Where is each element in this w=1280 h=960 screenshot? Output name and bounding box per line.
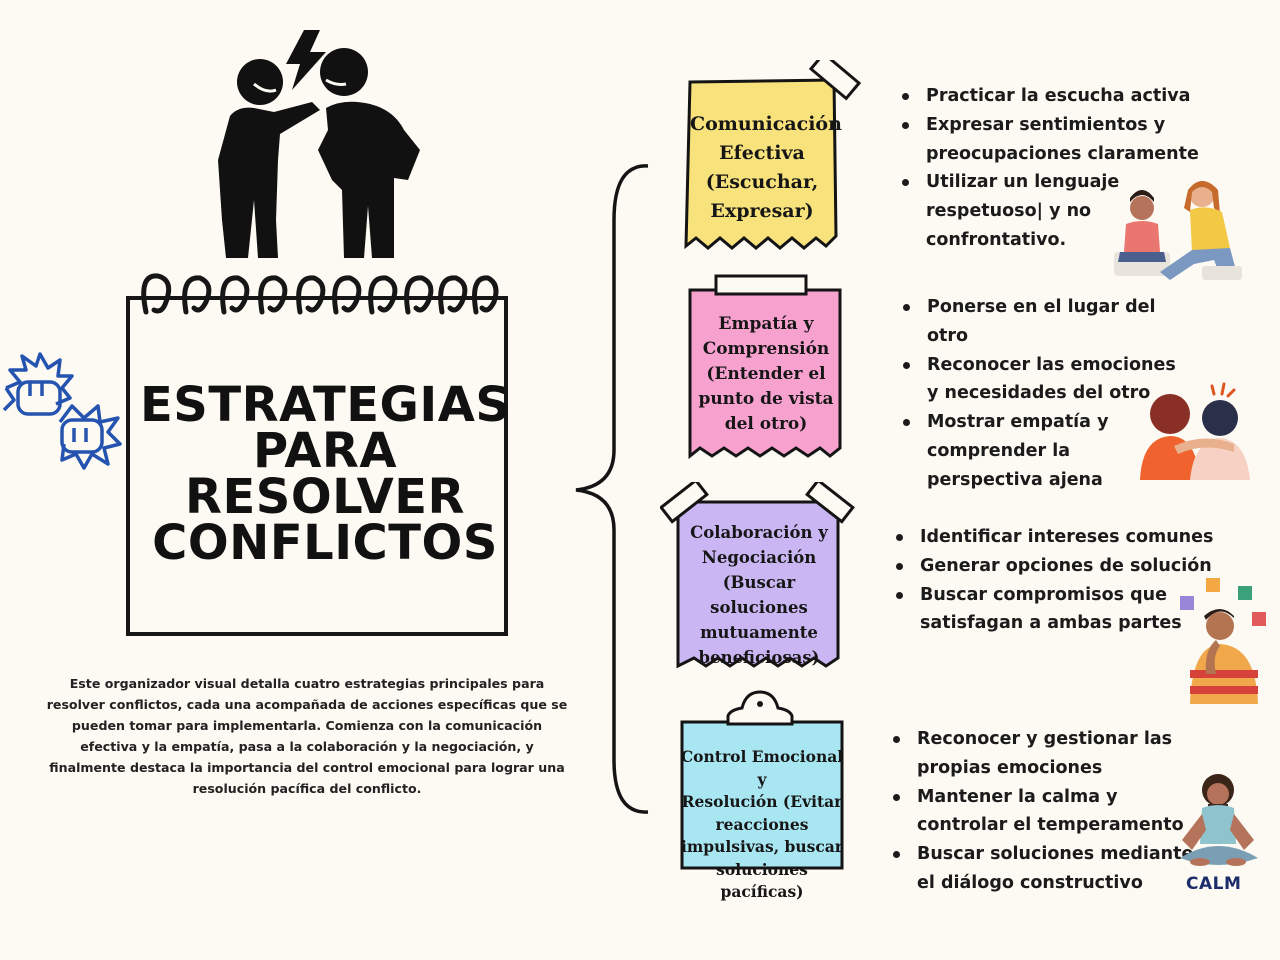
strategy-note-bg	[680, 690, 844, 870]
label-line: Comunicación	[690, 113, 842, 135]
label-line: mutuamente	[700, 623, 818, 642]
fist-bump-icon	[2, 352, 122, 470]
friends-hug-illustration	[1140, 382, 1250, 480]
calm-label: CALM	[1186, 874, 1242, 894]
title-line: ESTRATEGIAS	[140, 377, 511, 433]
bullet-line: Generar opciones de solución	[920, 555, 1212, 576]
list-item: Buscar compromisos que satisfagan a ambas…	[896, 581, 1213, 639]
strategy-actions: Reconocer y gestionar las propias emocion…	[893, 725, 1193, 898]
label-line: Negociación	[701, 548, 817, 567]
list-item: Reconocer y gestionar las propias emocion…	[893, 725, 1193, 783]
bullet-line: Buscar compromisos que	[920, 584, 1167, 605]
list-item: Buscar soluciones mediante el diálogo con…	[893, 840, 1193, 898]
label-line: Colaboración y	[690, 523, 828, 542]
list-item: Mostrar empatía y comprender la perspectiv…	[903, 408, 1176, 494]
bullet-line: propias emociones	[917, 757, 1103, 778]
description: Este organizador visual detalla cuatro e…	[46, 676, 568, 796]
list-item: Reconocer las emociones y necesidades del…	[903, 351, 1176, 409]
bullet-line: Utilizar un lenguaje	[926, 172, 1120, 193]
strategy-actions: Practicar la escucha activa Expresar sen…	[902, 82, 1199, 255]
label-line: del otro)	[724, 414, 808, 434]
list-item: Generar opciones de solución	[896, 552, 1213, 581]
bullet-line: preocupaciones claramente	[926, 143, 1199, 164]
bullet-line: Mostrar empatía y	[927, 412, 1109, 433]
list-item: Practicar la escucha activa	[902, 82, 1199, 111]
notepad-spiral	[141, 273, 499, 315]
bullet-line: Reconocer las emociones	[927, 354, 1176, 375]
bullet-line: respetuoso| y no	[926, 201, 1092, 222]
thinking-puzzle-illustration	[1180, 578, 1266, 704]
label-line: beneficiosas)	[698, 648, 820, 667]
strategy-label: Empatía y Comprensión (Entender el punto…	[690, 312, 842, 437]
list-item: Mantener la calma y controlar el temperam…	[893, 783, 1193, 841]
arguing-people-icon	[218, 30, 420, 258]
curly-brace	[575, 164, 649, 814]
mother-child-illustration	[1114, 181, 1242, 280]
list-item: Ponerse en el lugar del otro	[903, 293, 1176, 351]
list-item: Utilizar un lenguaje respetuoso| y no conf…	[902, 168, 1199, 254]
label-line: punto de vista	[698, 389, 834, 409]
label-line: (Entender el	[706, 364, 826, 384]
list-item: Expresar sentimientos y preocupaciones cl…	[902, 111, 1199, 169]
title-line: PARA	[252, 423, 398, 479]
bullet-line: Expresar sentimientos y	[926, 114, 1166, 135]
bullet-line: Reconocer y gestionar las	[917, 729, 1173, 749]
bullet-line: Mantener la calma y	[917, 786, 1118, 807]
label-line: Resolución (Evitar	[681, 792, 843, 811]
bullet-line: confrontativo.	[926, 229, 1067, 250]
meditation-illustration	[1180, 774, 1258, 866]
bullet-line: Buscar soluciones mediante	[917, 844, 1194, 865]
bullet-line: Practicar la escucha activa	[926, 86, 1191, 106]
strategy-note-bg	[660, 482, 855, 669]
strategy-label: Comunicación Efectiva (Escuchar, Expresa…	[690, 110, 842, 226]
title-line: CONFLICTOS	[152, 515, 498, 571]
bullet-line: comprender la	[927, 440, 1071, 461]
label-line: Efectiva	[719, 142, 805, 164]
label-line: soluciones pacíficas)	[716, 859, 808, 902]
list-item: Identificar intereses comunes	[896, 523, 1213, 552]
bullet-line: satisfagan a ambas partes	[920, 613, 1182, 634]
label-line: Comprensión	[702, 339, 830, 359]
title-notepad	[126, 296, 508, 636]
label-line: (Escuchar,	[705, 171, 819, 193]
label-line: (Buscar soluciones	[710, 573, 808, 617]
title-line: RESOLVER	[185, 469, 465, 525]
label-line: Expresar)	[710, 200, 814, 222]
label-line: Empatía y	[718, 314, 814, 334]
bullet-line: y necesidades del otro	[927, 383, 1151, 404]
bullet-line: el diálogo constructivo	[917, 872, 1143, 893]
label-line: impulsivas, buscar	[681, 837, 843, 856]
label-line: reacciones	[715, 814, 809, 834]
bullet-line: otro	[927, 325, 969, 346]
bullet-line: Ponerse en el lugar del	[927, 297, 1156, 317]
strategy-actions: Identificar intereses comunes Generar op…	[896, 523, 1213, 638]
bullet-line: controlar el temperamento	[917, 815, 1184, 836]
strategy-label: Control Emocional y Resolución (Evitar r…	[680, 746, 844, 904]
strategy-note-bg	[688, 274, 842, 460]
label-line: Control Emocional y	[680, 747, 844, 789]
bullet-line: Identificar intereses comunes	[920, 527, 1214, 547]
bullet-line: perspectiva ajena	[927, 469, 1103, 490]
page-title: ESTRATEGIAS PARA RESOLVER CONFLICTOS	[140, 377, 511, 571]
strategy-note-bg	[684, 60, 862, 250]
strategy-label: Colaboración y Negociación (Buscar soluc…	[674, 520, 844, 670]
strategy-actions: Ponerse en el lugar del otro Reconocer la…	[903, 293, 1176, 495]
